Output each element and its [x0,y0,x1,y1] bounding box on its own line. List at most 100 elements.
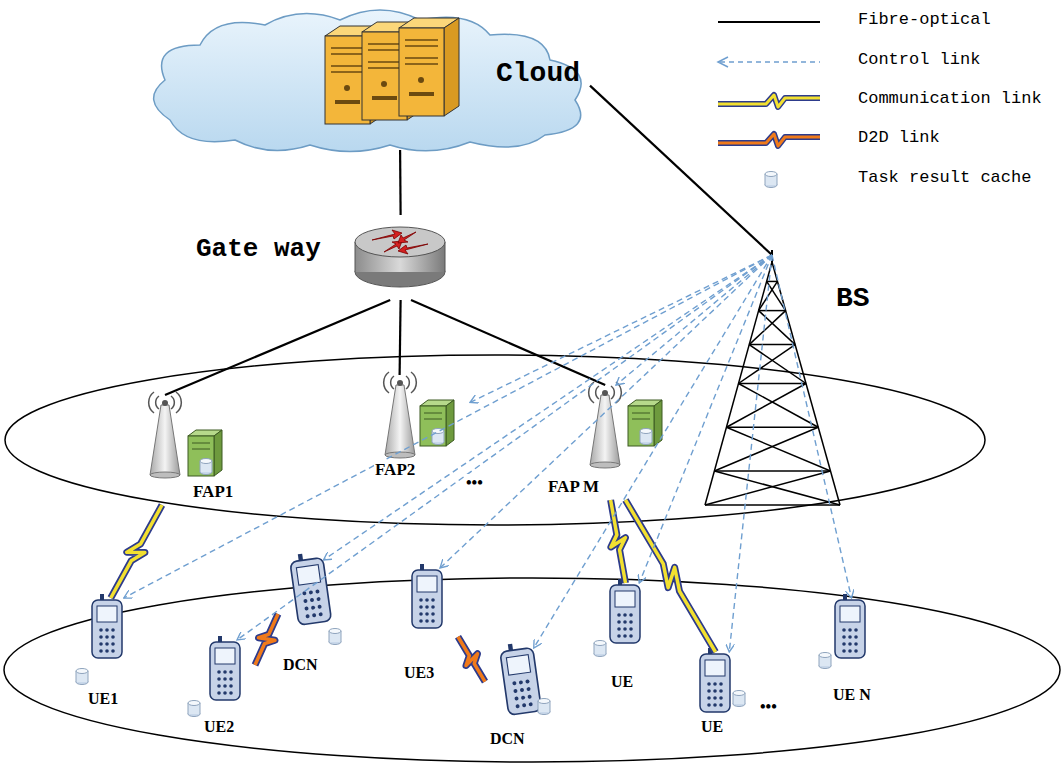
control-link [639,255,772,583]
connector-group [111,505,162,598]
legend-entry: Control link [858,50,980,70]
user-equipment-node: UE3 [398,568,458,693]
node-label: UE [700,718,724,736]
task-result-caches [76,629,831,717]
label-box: ••• [760,698,777,716]
cloud-shape [154,10,582,152]
legend-text: Control link [858,50,980,70]
connector-group [440,255,772,568]
user-phones [92,551,865,715]
connector-group [400,150,402,215]
legend-text: Fibre-optical [858,10,991,30]
legend-entry: Task result cache [858,168,1031,188]
d2d-sample [718,134,820,146]
fap-node: FAP2 [360,375,470,485]
legend-text: Task result cache [858,168,1031,188]
node-label: DCN [282,656,319,674]
fibre-link [411,300,605,385]
link-outline [458,637,485,682]
communication-link [625,500,715,652]
legend-entry: Fibre-optical [858,10,991,30]
ellipsis-label: ••• [760,698,777,716]
connector-group [729,255,772,652]
d2d-sample-outline [718,134,820,146]
communication-sample [718,95,820,107]
user-equipment-node: UE2 [195,640,255,740]
user-equipment-node: UE [598,583,653,698]
fap-node: FAP M [535,385,670,500]
legend-entry: D2D link [858,128,940,148]
cache-sample [765,172,777,188]
gateway-router [355,227,445,287]
connector-group [400,300,401,375]
fap-node: FAP1 [140,395,240,505]
fibre-link [400,300,401,375]
control-sample [720,61,820,63]
user-plane [4,578,1060,762]
control-sample-head [718,57,728,67]
control-link [470,255,772,403]
node-label: FAP M [547,477,600,497]
legend-text: Communication link [858,89,1042,109]
connector-group [470,255,772,403]
fibre-link [399,150,402,215]
node-label: UE N [832,686,872,704]
control-link [124,255,772,598]
control-link [324,255,773,560]
node-label: DCN [489,730,526,748]
ellipsis-label: ••• [466,474,483,492]
connector-group [590,86,772,255]
cloud-node: Cloud [140,10,590,150]
control-link [729,255,772,652]
connector-group [411,300,605,385]
base-station-node: BS [700,255,880,510]
legend-text: D2D link [858,128,940,148]
dcn-node: DCN [278,560,343,680]
link-outline [255,614,278,665]
node-label: UE2 [203,718,235,736]
connector-group [611,500,626,583]
communication-link [611,500,626,583]
legend-samples [718,22,820,188]
label-box: ••• [466,474,483,492]
communication-link [111,505,162,598]
legend-entry: Communication link [858,89,1042,109]
user-equipment-node: UE N [820,598,890,713]
node-label: Cloud [495,58,581,90]
connector-group [324,255,773,560]
base-station-tower [705,250,840,505]
connector-group [625,500,715,652]
gateway-node: Gate way [190,215,450,300]
fibre-link [590,86,772,255]
control-link [616,255,772,385]
link-outline [111,505,162,598]
connector-group [639,255,772,583]
communication-sample-outline [718,95,820,107]
control-link [237,255,772,640]
link-outline [611,500,626,583]
user-equipment-node: UE1 [75,598,140,713]
node-label: UE1 [87,690,119,708]
connector-group [165,300,390,395]
user-equipment-node: UE [688,652,743,747]
node-label: FAP1 [192,482,234,502]
d2d-link [255,614,278,665]
dcn-node: DCN [485,648,550,760]
fibre-sample [718,21,820,23]
cloud-servers [325,18,459,124]
node-label: UE3 [403,664,435,682]
d2d-link [458,637,485,682]
connector-group [237,255,772,640]
node-label: BS [835,283,871,315]
connector-group [124,255,772,598]
connector-group [458,637,485,682]
connector-group [616,255,772,385]
node-label: Gate way [195,235,322,265]
fibre-link [165,300,390,395]
node-label: FAP2 [374,460,416,480]
connector-group [255,614,278,665]
